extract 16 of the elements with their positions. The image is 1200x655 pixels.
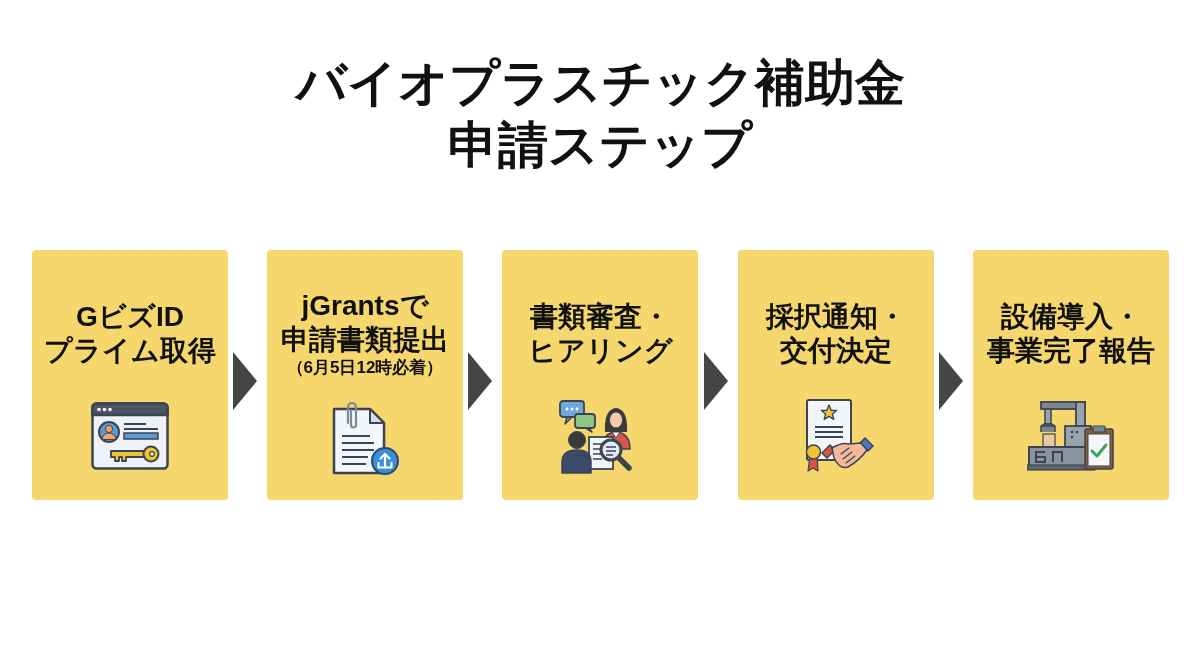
step-box: [738, 250, 934, 500]
step-box: [502, 250, 698, 500]
step-box: [973, 250, 1169, 500]
arrow: [939, 352, 963, 410]
step-box: [267, 250, 463, 500]
arrow: [468, 352, 492, 410]
arrow: [233, 352, 257, 410]
step-heading: 書類審査・ヒアリング: [527, 300, 673, 368]
step-heading: GビズIDプライム取得: [44, 300, 216, 368]
step-heading: jGrantsで申請書類提出: [281, 289, 449, 357]
step-heading: 設備導入・事業完了報告: [987, 300, 1155, 368]
step-note: （6月5日12時必着）: [286, 357, 444, 379]
title: バイオプラスチック補助金申請ステップ: [293, 54, 906, 175]
step-box: [32, 250, 228, 500]
step-heading: 採択通知・交付決定: [766, 300, 906, 368]
arrow: [704, 352, 728, 410]
